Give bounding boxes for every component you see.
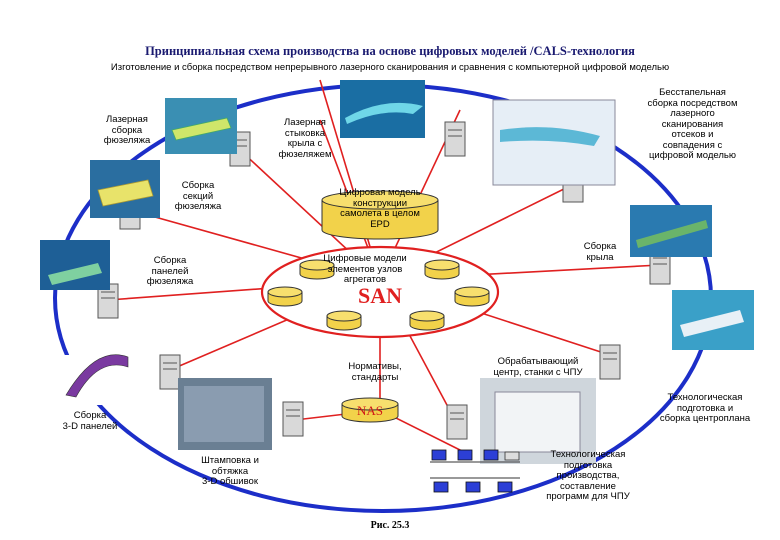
model-pictures (40, 80, 754, 464)
label-laser-assembly-fuselage: Лазерная сборка фюзеляжа (103, 114, 151, 146)
server-icon (97, 283, 119, 319)
diagram-title: Принципиальная схема производства на осн… (145, 44, 635, 58)
label-digital-model-epd: Цифровая модель конструкции самолета в ц… (339, 187, 421, 230)
label-tech-prep-cnc: Технологическая подготовка производства,… (546, 449, 630, 502)
computer-icon (431, 449, 513, 493)
fuselage-panels-model-picture (40, 240, 110, 290)
printer-icon (504, 451, 520, 461)
label-stamping: Штамповка и обтяжка 3-D обшивок (201, 455, 259, 487)
server-icon (599, 344, 621, 380)
server-icon (282, 401, 304, 437)
nas-disk-icon (341, 397, 399, 423)
diagram-subtitle: Изготовление и сборка посредством непрер… (110, 62, 670, 73)
label-seamless-assembly: Бесстапельная сборка посредством лазерно… (647, 87, 738, 161)
server-icon (446, 404, 468, 440)
figure-caption: Рис. 25.3 (370, 520, 410, 531)
san-label: SAN (357, 283, 402, 308)
label-laser-docking-wing: Лазерная стыковка крыла с фюзеляжем (278, 117, 332, 160)
label-fuselage-sections: Сборка секций фюзеляжа (174, 180, 222, 212)
server-icon (444, 121, 466, 157)
label-norms: Нормативы, стандарты (348, 361, 402, 383)
label-tech-prep-centerwing: Технологическая подготовка и сборка цент… (659, 392, 751, 424)
nas-label: NAS (356, 403, 383, 418)
seamless-assembly-screen-picture (492, 99, 616, 186)
label-wing-assembly: Сборка крыла (583, 241, 617, 263)
san-disks (267, 259, 490, 331)
epd-database-icon (321, 190, 439, 240)
label-digital-models-units: Цифровые модели элементов узлов агрегато… (323, 253, 407, 285)
workstation-network (430, 449, 520, 493)
label-3d-panels: Сборка 3-D панелей (62, 410, 118, 432)
label-machining-center: Обрабатывающий центр, станки с ЧПУ (493, 356, 583, 378)
label-fuselage-panels: Сборка панелей фюзеляжа (146, 255, 194, 287)
server-icon (649, 249, 671, 285)
server-icon (159, 354, 181, 390)
